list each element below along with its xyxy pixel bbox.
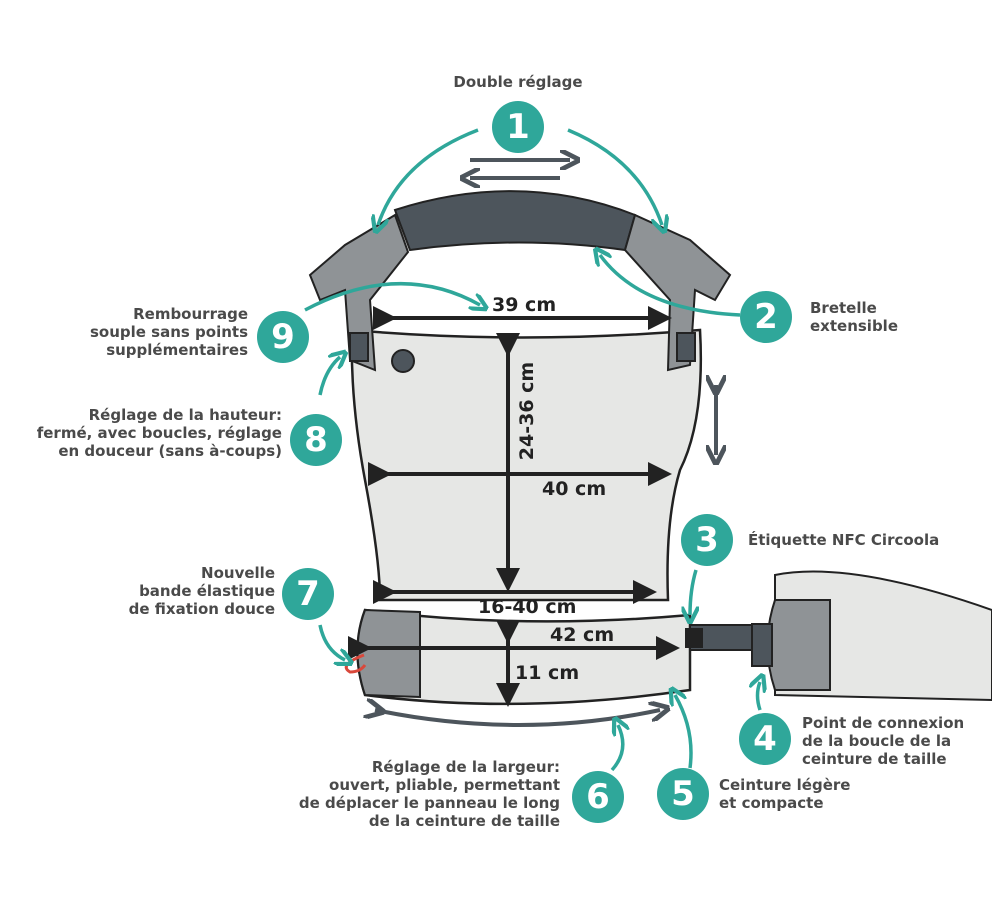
waist-buckle: [751, 623, 773, 667]
callout-label-4: Point de connexion de la boucle de la ce…: [802, 714, 965, 768]
callout-number-8: 8: [290, 414, 342, 466]
belt-pad-left: [356, 608, 421, 699]
dim-top-width: 39 cm: [492, 294, 557, 316]
dim-mid-width: 40 cm: [542, 478, 607, 500]
callout-number-6: 6: [572, 771, 624, 823]
nfc-tag: [685, 628, 703, 648]
callout-label-5: Ceinture légère et compacte: [719, 776, 851, 812]
right-buckle: [676, 332, 696, 362]
callout-number-4: 4: [739, 713, 791, 765]
callout-number-5: 5: [657, 768, 709, 820]
right-shoulder-strap: [623, 213, 732, 372]
snap-button: [391, 349, 415, 373]
callout-label-3: Étiquette NFC Circoola: [748, 531, 940, 549]
callout-number-3: 3: [681, 514, 733, 566]
dim-belt-width: 42 cm: [550, 624, 615, 646]
callout-label-2: Bretelle extensible: [810, 299, 898, 335]
left-buckle: [349, 332, 369, 362]
callout-label-1: Double réglage: [453, 73, 583, 91]
dim-height: 24-36 cm: [516, 361, 539, 461]
callout-label-8: Réglage de la hauteur: fermé, avec boucl…: [36, 406, 282, 460]
dim-belt-height: 11 cm: [515, 662, 580, 684]
callout-number-7: 7: [282, 568, 334, 620]
callout-number-1: 1: [492, 101, 544, 153]
callout-label-6: Réglage de la largeur: ouvert, pliable, …: [298, 758, 560, 830]
callout-number-9: 9: [257, 311, 309, 363]
callout-label-9: Rembourrage souple sans points supplémen…: [89, 305, 248, 359]
belt-pad-right: [766, 599, 831, 691]
dim-bottom-width: 16-40 cm: [478, 596, 577, 618]
head-rest: [393, 190, 637, 252]
callout-number-2: 2: [740, 291, 792, 343]
left-shoulder-strap: [308, 213, 410, 372]
width-arrow: [375, 710, 660, 727]
callout-label-7: Nouvelle bande élastique de fixation dou…: [128, 564, 275, 618]
